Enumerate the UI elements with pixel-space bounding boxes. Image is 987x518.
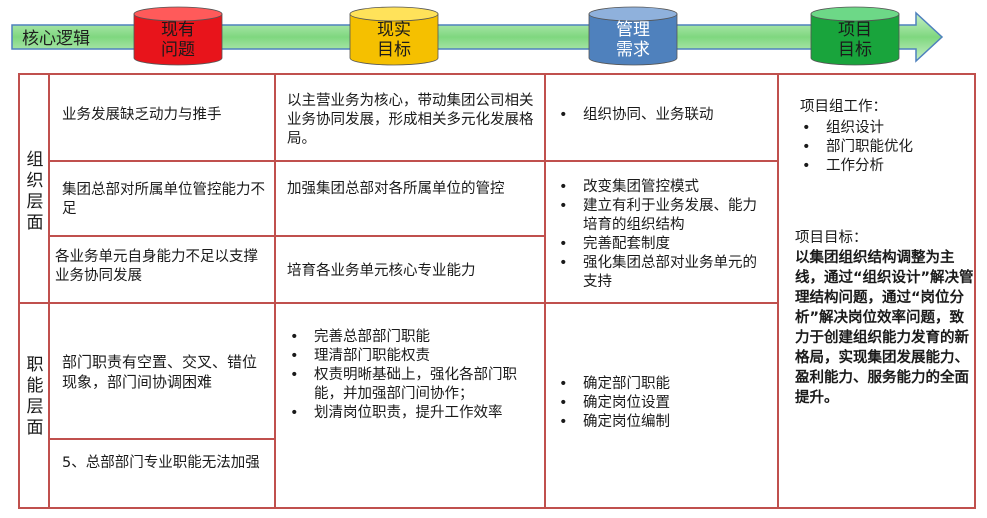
problem-2: 集团总部对所属单位管控能力不足	[62, 182, 265, 217]
need-item: 强化集团总部对业务单元的支持	[557, 254, 767, 292]
stage-project-goals: 项目目标	[810, 6, 900, 66]
stage-realistic-goals: 现实目标	[349, 6, 439, 66]
problem-5: 5、总部部门专业职能无法加强	[62, 455, 260, 471]
need-item: 建立有利于业务发展、能力培育的组织结构	[557, 197, 767, 235]
func-goal-item: 权责明晰基础上，强化各部门职能，并加强部门间协作；	[288, 366, 524, 404]
needs-list-1: 组织协同、业务联动	[557, 106, 772, 125]
need-item: 改变集团管控模式	[557, 178, 767, 197]
problem-4: 部门职责有空置、交叉、错位现象，部门间协调困难	[62, 353, 258, 391]
cylinder-shape	[133, 6, 223, 66]
goal-2: 加强集团总部对各所属单位的管控	[287, 181, 505, 197]
work-item: 组织设计	[800, 119, 970, 138]
stage-label: 项目目标	[838, 20, 872, 60]
main-table	[18, 73, 976, 509]
stage-label: 现有问题	[161, 20, 195, 60]
stage-existing-problems: 现有问题	[133, 6, 223, 66]
cylinder-shape	[810, 6, 900, 66]
goal-1: 以主营业务为核心，带动集团公司相关业务协同发展，形成相关多元化发展格局。	[287, 93, 534, 147]
cylinder-body	[349, 13, 439, 66]
func-goal-item: 完善总部部门职能	[288, 328, 524, 347]
stage-label: 现实目标	[377, 20, 411, 60]
need-item: 完善配套制度	[557, 235, 767, 254]
cylinder-top	[810, 6, 900, 22]
cylinder-top	[133, 6, 223, 22]
func-goal-item: 划清岗位职责，提升工作效率	[288, 404, 524, 423]
arrow-label: 核心逻辑	[22, 29, 90, 49]
need-item: 确定岗位设置	[557, 394, 767, 413]
cylinder-shape	[588, 6, 678, 66]
cylinder-top	[588, 6, 678, 22]
cylinder-body	[810, 13, 900, 66]
needs-list-2: 改变集团管控模式 建立有利于业务发展、能力培育的组织结构 完善配套制度 强化集团…	[557, 178, 767, 292]
work-item: 部门职能优化	[800, 138, 970, 157]
cylinder-body	[588, 13, 678, 66]
project-goal-title: 项目目标：	[795, 230, 868, 246]
problem-1: 业务发展缺乏动力与推手	[62, 107, 222, 123]
stage-management-needs: 管理需求	[588, 6, 678, 66]
layer-org-label: 组织层面	[26, 150, 44, 233]
need-item: 组织协同、业务联动	[557, 106, 772, 125]
work-item: 工作分析	[800, 157, 970, 176]
needs-list-3: 确定部门职能 确定岗位设置 确定岗位编制	[557, 375, 767, 432]
project-work-title: 项目组工作：	[800, 99, 887, 115]
func-goal-item: 理清部门职能权责	[288, 347, 524, 366]
cylinder-body	[133, 13, 223, 66]
cylinder-shape	[349, 6, 439, 66]
project-goal-block: 项目目标： 以集团组织结构调整为主线，通过“组织设计”解决管理结构问题，通过“岗…	[795, 228, 975, 408]
stage-label: 管理需求	[616, 20, 650, 60]
project-work-list: 组织设计 部门职能优化 工作分析	[800, 119, 970, 176]
func-goals-list: 完善总部部门职能 理清部门职能权责 权责明晰基础上，强化各部门职能，并加强部门间…	[288, 328, 524, 423]
need-item: 确定部门职能	[557, 375, 767, 394]
problem-3: 各业务单元自身能力不足以支撑业务协同发展	[55, 249, 258, 284]
project-goal-text: 以集团组织结构调整为主线，通过“组织设计”解决管理结构问题，通过“岗位分析”解决…	[795, 250, 974, 406]
layer-func-label: 职能层面	[26, 355, 44, 438]
need-item: 确定岗位编制	[557, 413, 767, 432]
cylinder-top	[349, 6, 439, 22]
goal-3: 培育各业务单元核心专业能力	[287, 263, 476, 279]
